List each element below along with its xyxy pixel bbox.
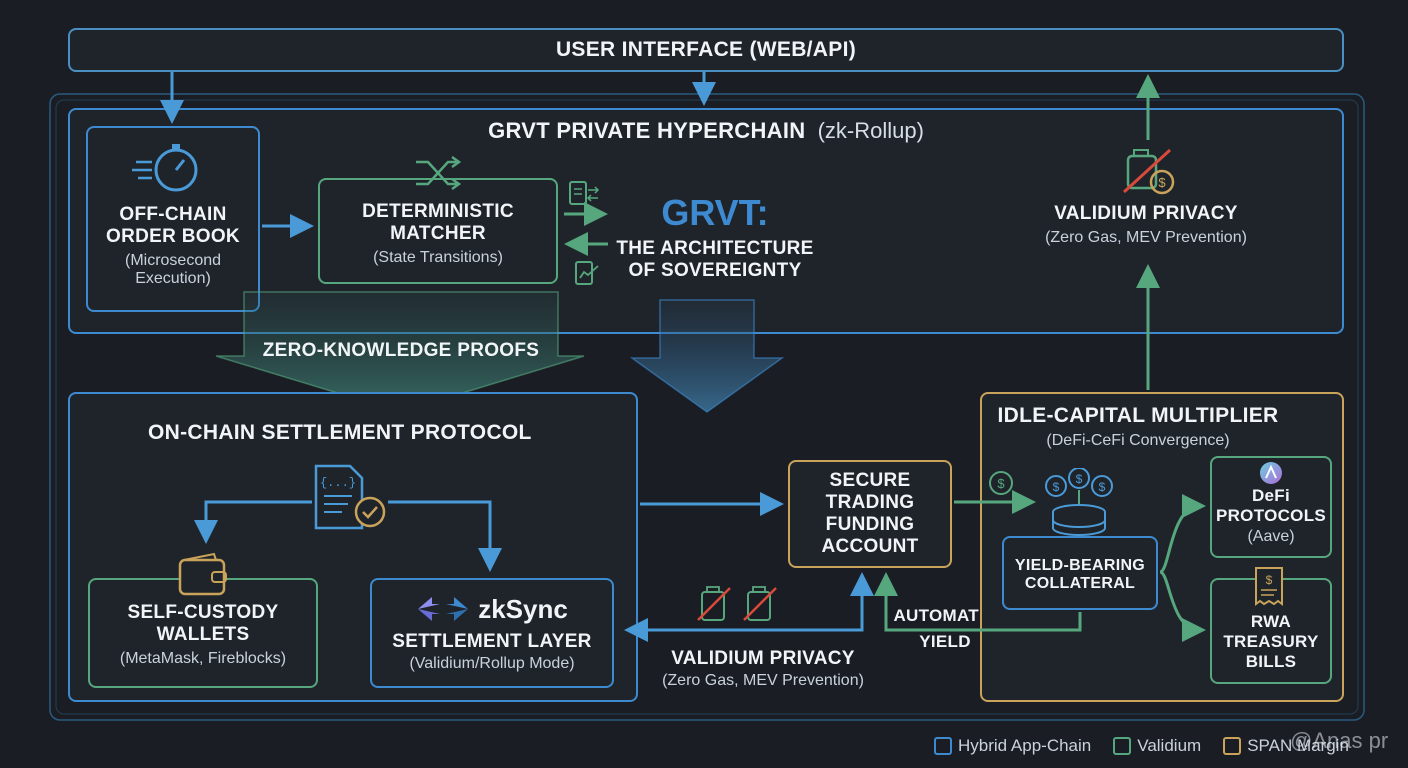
no-gas-icon-2 [743, 586, 777, 621]
matcher-box: DETERMINISTIC MATCHER (State Transitions… [318, 178, 558, 284]
order-book-box: OFF-CHAIN ORDER BOOK (Microsecond Execut… [86, 126, 260, 312]
validium-top-sub: (Zero Gas, MEV Prevention) [1045, 229, 1247, 246]
zk-proofs-label: ZERO-KNOWLEDGE PROOFS [262, 340, 540, 361]
validium-top-title: VALIDIUM PRIVACY [1054, 203, 1238, 224]
user-interface-title: USER INTERFACE (WEB/API) [555, 38, 857, 61]
validium-bottom-sub: (Zero Gas, MEV Prevention) [662, 672, 864, 689]
idle-capital-sub: (DeFi-CeFi Convergence) [1046, 432, 1230, 449]
funding-line-3: FUNDING [825, 514, 915, 535]
legend: Hybrid App-Chain Validium SPAN Margin [934, 736, 1394, 756]
legend-item-validium: Validium [1113, 736, 1201, 756]
svg-text:{...}: {...} [320, 476, 356, 490]
idle-capital-title: IDLE-CAPITAL MULTIPLIER [997, 404, 1279, 427]
legend-swatch-validium [1113, 737, 1132, 755]
rwa-line-1: RWA [1250, 612, 1292, 631]
aave-logo-icon [1260, 462, 1282, 484]
hyperchain-heading: GRVT PRIVATE HYPERCHAIN (zk-Rollup) [68, 118, 1344, 144]
svg-text:$: $ [1053, 480, 1060, 494]
wallets-sub: (MetaMask, Fireblocks) [119, 650, 287, 667]
document-transfer-icon [569, 181, 600, 205]
matcher-title-2: MATCHER [390, 223, 486, 244]
order-book-sub-1: (Microsecond [124, 252, 222, 269]
smart-contract-icon: {...} [314, 464, 386, 530]
svg-text:$: $ [1076, 472, 1083, 486]
validium-top: VALIDIUM PRIVACY (Zero Gas, MEV Preventi… [1016, 203, 1276, 247]
defi-line-3: (Aave) [1247, 528, 1295, 545]
funding-line-2: TRADING [825, 492, 915, 513]
legend-swatch-hybrid [934, 737, 952, 755]
zksync-logo-text: zkSync [478, 593, 568, 624]
zksync-sub: (Validium/Rollup Mode) [409, 654, 575, 672]
brand-title: GRVT: [661, 192, 769, 233]
rwa-line-2: TREASURY [1223, 632, 1319, 651]
zksync-box: zkSync SETTLEMENT LAYER (Validium/Rollup… [370, 578, 614, 688]
yield-collateral-line-2: COLLATERAL [1024, 575, 1136, 592]
matcher-title-1: DETERMINISTIC [362, 201, 514, 222]
validium-bottom-title: VALIDIUM PRIVACY [671, 648, 855, 669]
wallet-icon [178, 552, 227, 596]
legend-swatch-span [1223, 737, 1242, 755]
zksync-logo-icon [418, 597, 469, 621]
wallets-title-1: SELF-CUSTODY [127, 602, 279, 623]
funding-account-box: SECURE TRADING FUNDING ACCOUNT [788, 460, 952, 568]
treasury-bill-icon: $ [1255, 567, 1283, 606]
auto-yield-line-2: YIELD [919, 632, 971, 651]
zksync-title: SETTLEMENT LAYER [392, 630, 592, 652]
wallets-title-2: WALLETS [156, 624, 250, 645]
funding-line-1: SECURE [829, 470, 911, 491]
no-gas-icon-1 [697, 586, 731, 621]
svg-text:$: $ [1266, 573, 1273, 587]
center-brand: GRVT: THE ARCHITECTURE OF SOVEREIGNTY [600, 192, 830, 282]
order-book-sub-2: Execution) [135, 270, 211, 287]
matcher-sub: (State Transitions) [373, 249, 503, 266]
brand-line-1: THE ARCHITECTURE [616, 238, 814, 259]
svg-text:$: $ [997, 476, 1005, 491]
validium-bottom: VALIDIUM PRIVACY (Zero Gas, MEV Preventi… [640, 648, 886, 690]
defi-line-2: PROTOCOLS [1215, 506, 1327, 525]
document-chart-icon [575, 261, 599, 285]
svg-text:$: $ [1158, 175, 1166, 190]
stopwatch-icon [132, 144, 198, 192]
legend-label-span: SPAN Margin [1247, 736, 1349, 755]
defi-line-1: DeFi [1251, 486, 1291, 505]
settlement-title: ON-CHAIN SETTLEMENT PROTOCOL [148, 421, 532, 444]
hyperchain-subtitle: (zk-Rollup) [817, 118, 924, 143]
legend-label-validium: Validium [1137, 736, 1202, 755]
user-interface-bar: USER INTERFACE (WEB/API) [68, 28, 1344, 72]
dollar-coin-icon: $ [989, 471, 1013, 495]
legend-label-hybrid: Hybrid App-Chain [958, 736, 1092, 755]
hyperchain-title: GRVT PRIVATE HYPERCHAIN [488, 118, 806, 143]
rwa-line-3: BILLS [1245, 652, 1297, 671]
wallets-box: SELF-CUSTODY WALLETS (MetaMask, Firebloc… [88, 578, 318, 688]
order-book-title-2: ORDER BOOK [106, 226, 240, 247]
svg-text:$: $ [1099, 480, 1106, 494]
legend-item-hybrid: Hybrid App-Chain [934, 736, 1091, 756]
order-book-title-1: OFF-CHAIN [119, 204, 227, 225]
shuffle-icon [416, 155, 462, 191]
legend-item-span: SPAN Margin [1223, 736, 1349, 756]
idle-capital-heading: IDLE-CAPITAL MULTIPLIER (DeFi-CeFi Conve… [980, 404, 1296, 450]
brand-line-2: OF SOVEREIGNTY [628, 260, 802, 281]
yield-collateral-line-1: YIELD-BEARING [1014, 557, 1146, 574]
watermark: @Anas pr [1290, 728, 1389, 753]
funding-line-4: ACCOUNT [821, 536, 919, 557]
zksync-logo-row: zkSync [416, 594, 568, 625]
coin-stack-icon: $ $ $ [1045, 468, 1113, 536]
no-gas-icon: $ [1122, 148, 1175, 195]
